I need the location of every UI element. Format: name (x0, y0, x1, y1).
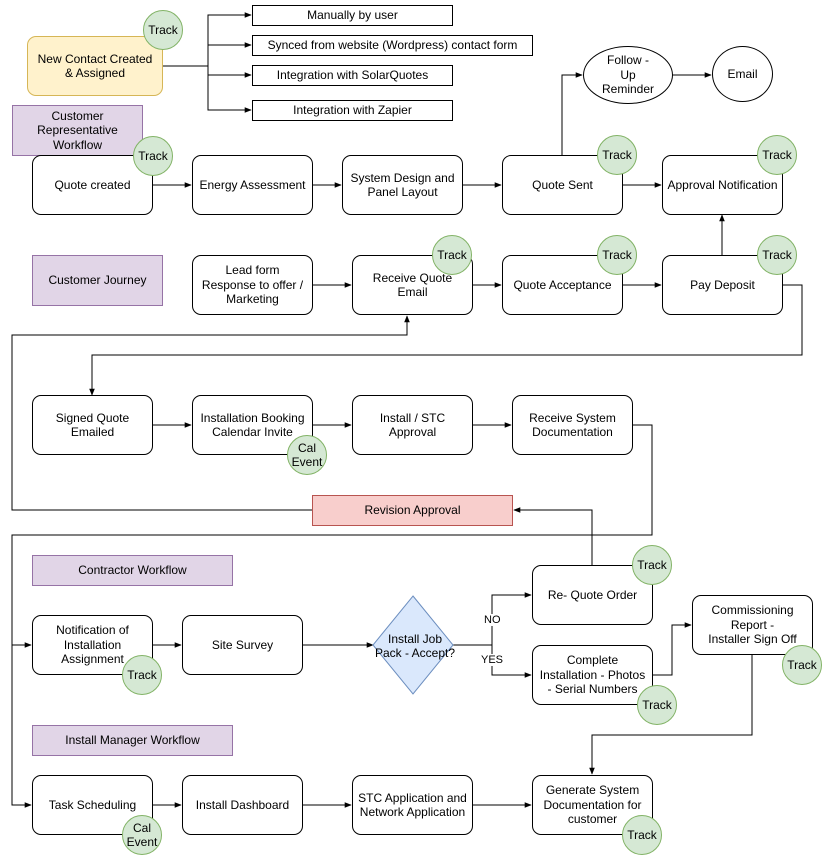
yes-label: YES (481, 654, 504, 666)
synced-node: Synced from website (Wordpress) contact … (252, 35, 533, 56)
new-contact-node: New Contact Created & Assigned (27, 36, 163, 96)
quote-acceptance-node: Quote Acceptance (502, 255, 623, 315)
install-stc-node: Install / STC Approval (352, 395, 473, 455)
email-node: Email (712, 46, 773, 102)
track-badge: Track (122, 655, 162, 695)
edge-revision-receivequote (11, 315, 410, 511)
edge-sent-followup (561, 72, 583, 155)
solarquotes-node: Integration with SolarQuotes (252, 65, 453, 86)
pay-deposit-node: Pay Deposit (662, 255, 783, 315)
track-badge: Track (432, 235, 472, 275)
lane-contractor: Contractor Workflow (32, 555, 233, 586)
complete-installation-node: Complete Installation - Photos - Serial … (532, 645, 653, 705)
edge-contact-manual (162, 12, 252, 67)
zapier-node: Integration with Zapier (252, 100, 453, 121)
edge-deposit-signed (89, 284, 803, 396)
installation-booking-node: Installation Booking Calendar Invite (192, 395, 313, 455)
task-scheduling-node: Task Scheduling (32, 775, 153, 835)
revision-approval-node: Revision Approval (312, 495, 513, 526)
energy-assessment-node: Energy Assessment (192, 155, 313, 215)
lead-form-node: Lead form Response to offer / Marketing (192, 255, 313, 315)
track-badge: Track (782, 645, 822, 685)
lane-customer-journey: Customer Journey (32, 255, 163, 306)
commissioning-node: Commissioning Report - Installer Sign Of… (692, 595, 813, 655)
install-dashboard-node: Install Dashboard (182, 775, 303, 835)
manually-node: Manually by user (252, 5, 453, 26)
cal-event-badge: Cal Event (122, 815, 162, 855)
track-badge: Track (622, 815, 662, 855)
system-design-node: System Design and Panel Layout (342, 155, 463, 215)
stc-application-node: STC Application and Network Application (352, 775, 473, 835)
edge-left-scheduling (11, 645, 32, 808)
cal-event-badge: Cal Event (287, 435, 327, 475)
edge-complete-commissioning (652, 622, 692, 676)
lane-install-manager: Install Manager Workflow (32, 725, 233, 756)
edge-contact-zapier (207, 75, 252, 113)
track-badge: Track (597, 235, 637, 275)
follow-up-node: Follow - Up Reminder (583, 46, 673, 104)
site-survey-node: Site Survey (182, 615, 303, 675)
track-badge: Track (757, 235, 797, 275)
track-badge: Track (143, 10, 183, 50)
signed-quote-node: Signed Quote Emailed (32, 395, 153, 455)
edge-receive-notification (11, 424, 653, 648)
edge-commissioning-generate (589, 655, 753, 775)
edge-requote-revision (513, 507, 593, 565)
edge-contact-solarquotes (207, 66, 252, 78)
quote-created-node: Quote created (32, 155, 153, 215)
decision-diamond (372, 595, 454, 695)
install-job-pack-label: Install Job Pack - Accept? (374, 631, 456, 661)
lane-customer-rep: Customer Representative Workflow (12, 105, 143, 156)
track-badge: Track (133, 136, 173, 176)
receive-system-doc-node: Receive System Documentation (512, 395, 633, 455)
track-badge: Track (757, 135, 797, 175)
track-badge: Track (597, 135, 637, 175)
track-badge: Track (632, 545, 672, 585)
no-label: NO (484, 614, 501, 626)
re-quote-node: Re- Quote Order (532, 565, 653, 625)
track-badge: Track (637, 685, 677, 725)
